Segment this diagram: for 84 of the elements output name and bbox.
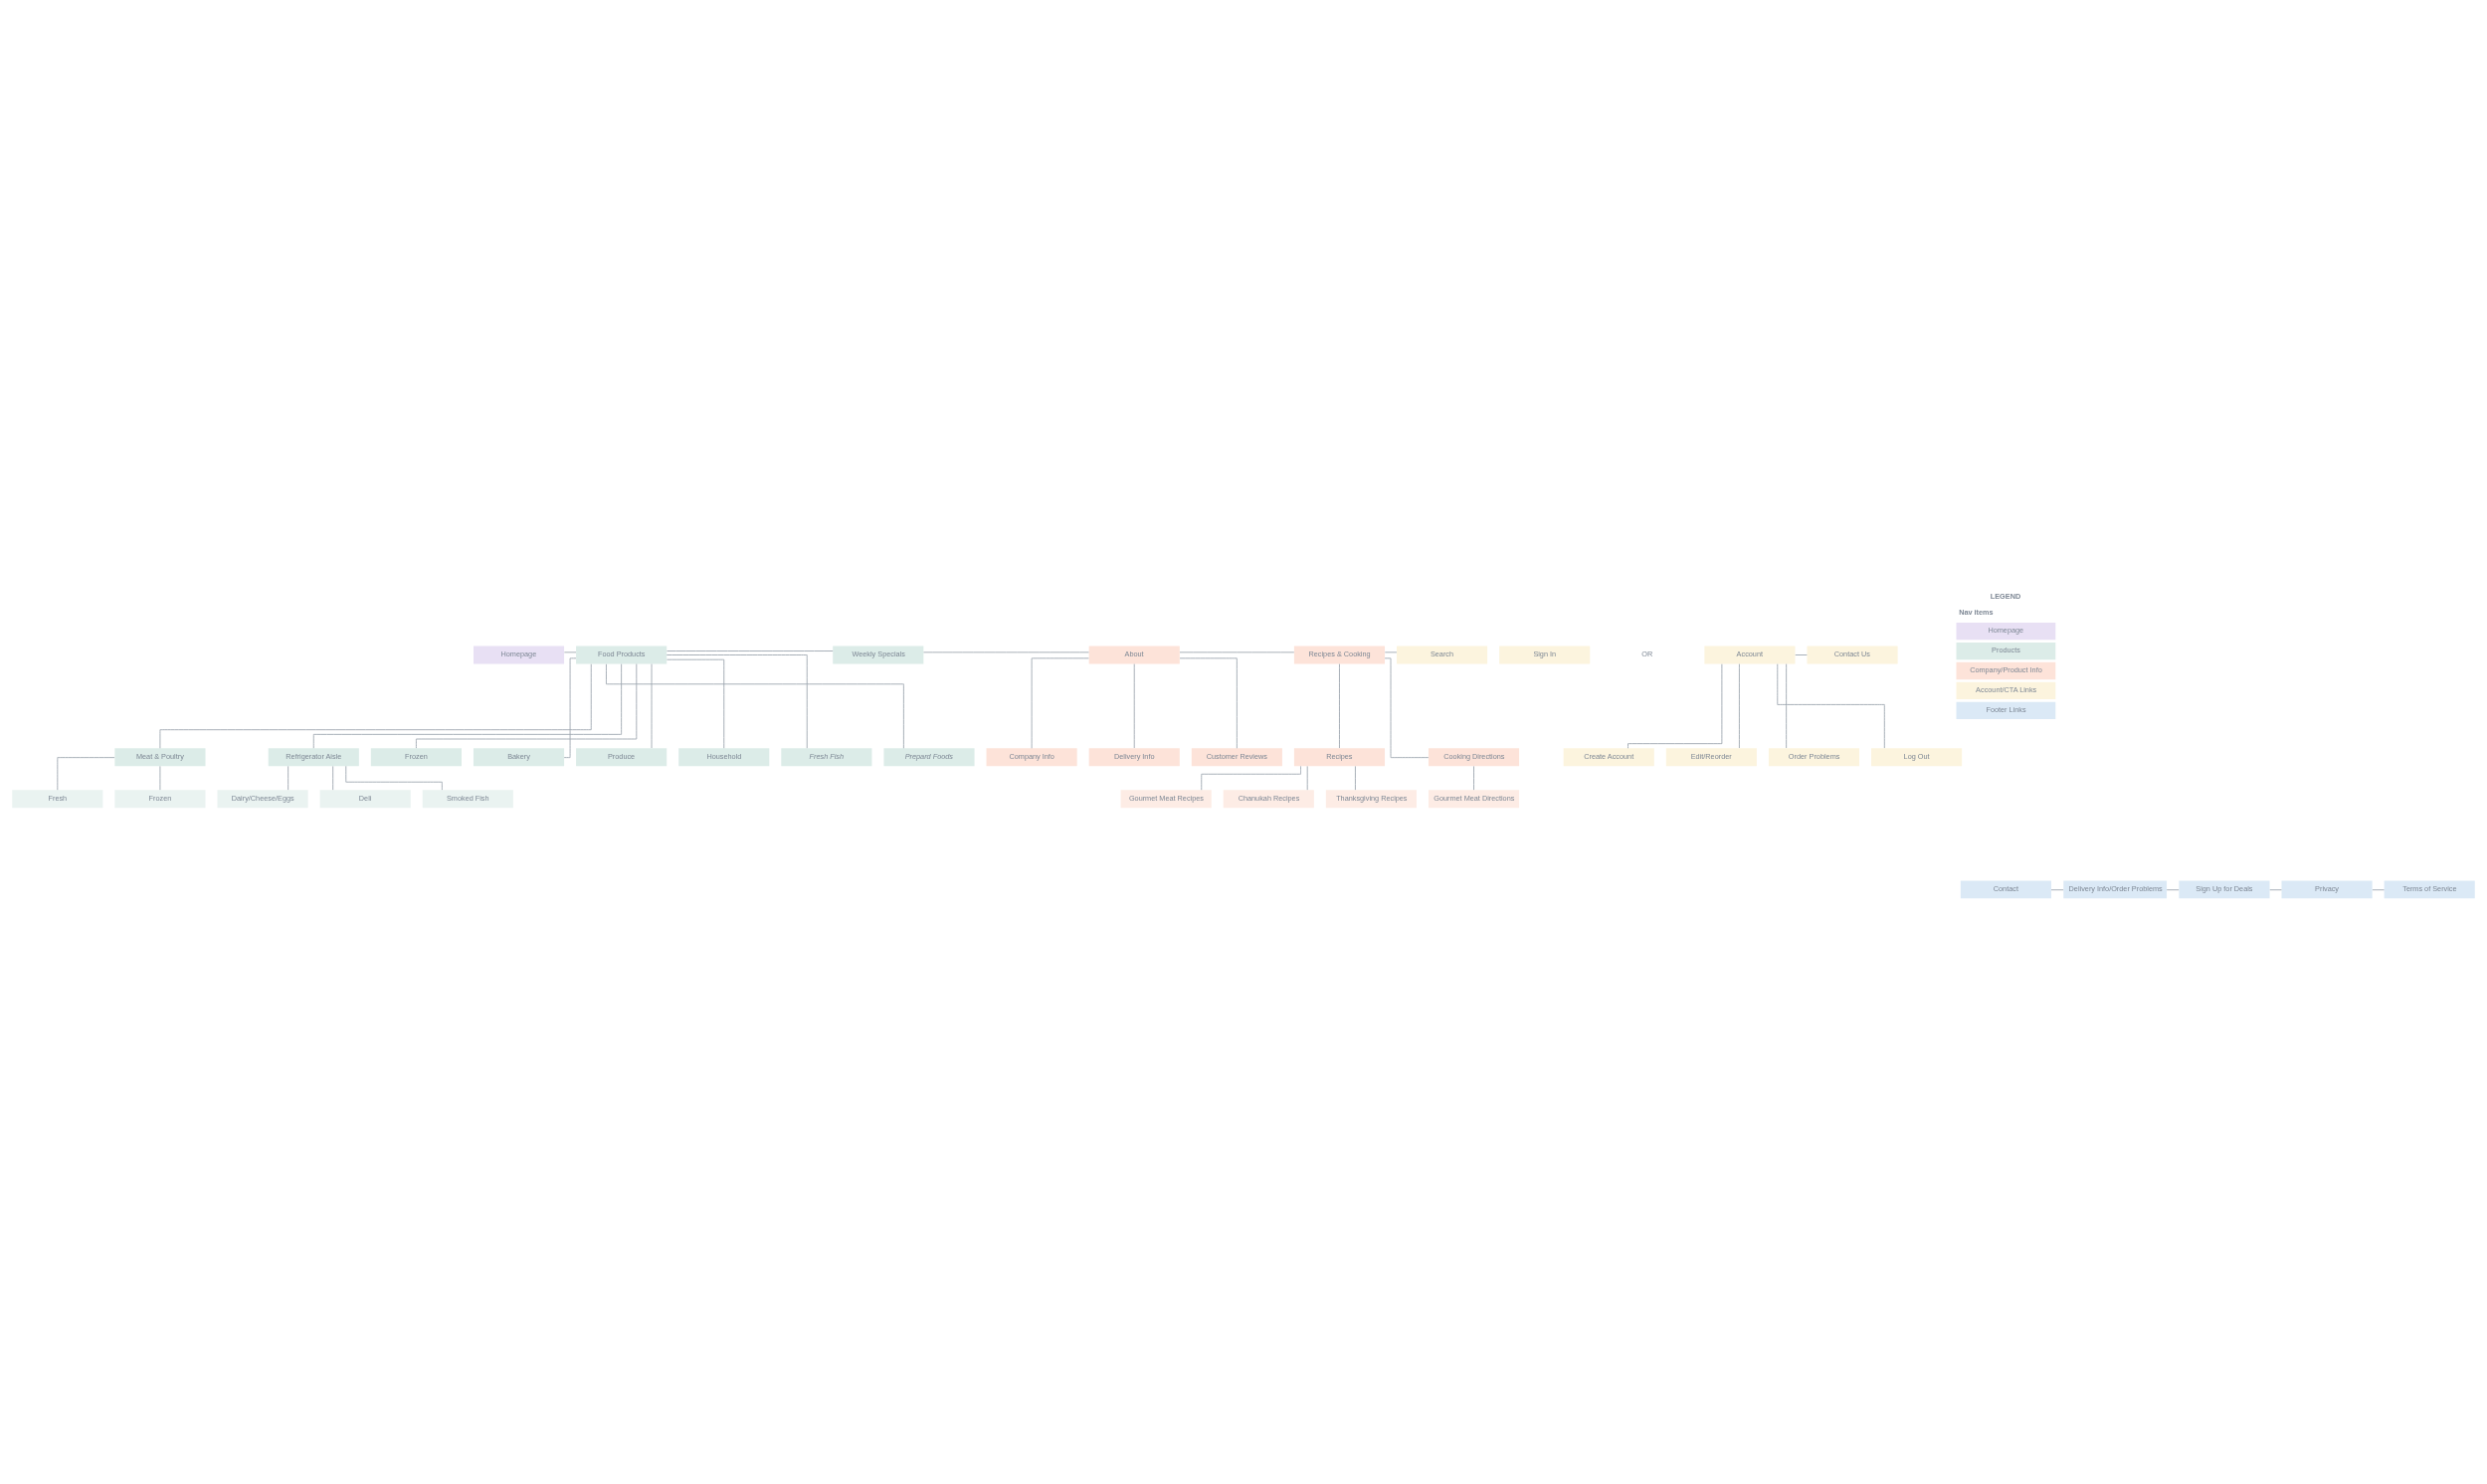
label: OR bbox=[1641, 649, 1653, 659]
node-box: Chanukah Recipes bbox=[1223, 790, 1314, 809]
connector bbox=[2050, 889, 2064, 891]
connector bbox=[415, 663, 638, 749]
node-box: About bbox=[1088, 646, 1180, 664]
connector bbox=[666, 654, 808, 749]
connector bbox=[287, 765, 289, 791]
node-box: Household bbox=[678, 748, 770, 767]
node-box: Customer Reviews bbox=[1191, 748, 1282, 767]
node-box: Produce bbox=[576, 748, 668, 767]
node-box: Contact Us bbox=[1807, 646, 1898, 664]
legend-label: Homepage bbox=[1988, 626, 2024, 636]
node-box: Delivery Info bbox=[1088, 748, 1180, 767]
node-box: Frozen bbox=[114, 790, 206, 809]
node-box: Sign Up for Deals bbox=[2179, 880, 2270, 899]
node-box: Deli bbox=[319, 790, 411, 809]
connector bbox=[1201, 765, 1301, 791]
connector bbox=[1306, 765, 1308, 791]
connector bbox=[563, 651, 577, 653]
node-box: Company Info bbox=[986, 748, 1077, 767]
node-box: Cooking Directions bbox=[1428, 748, 1520, 767]
connector bbox=[606, 663, 904, 749]
connector bbox=[667, 658, 725, 749]
node-box: Gourmet Meat Recipes bbox=[1120, 790, 1212, 809]
node-box: Dairy/Cheese/Eggs bbox=[217, 790, 308, 809]
connector bbox=[57, 757, 115, 791]
legend-label: Footer Links bbox=[1986, 705, 2026, 715]
node-box: Gourmet Meat Directions bbox=[1428, 790, 1520, 809]
node-box: Fresh Fish bbox=[781, 748, 872, 767]
label: Nav items bbox=[1959, 607, 1994, 617]
node-box: Order Problems bbox=[1768, 748, 1860, 767]
node-box: Contact bbox=[1960, 880, 2051, 899]
connector bbox=[1179, 651, 1295, 653]
node-box: Meat & Poultry bbox=[114, 748, 206, 767]
node-box: Account bbox=[1704, 646, 1796, 664]
node-box: Privacy bbox=[2281, 880, 2373, 899]
node-box: Bakery bbox=[473, 748, 565, 767]
node-box: Terms of Service bbox=[2384, 880, 2475, 899]
connector bbox=[1179, 657, 1238, 749]
legend-label: Account/CTA Links bbox=[1976, 685, 2037, 695]
node-box: Delivery Info/Order Problems bbox=[2063, 880, 2168, 899]
connector bbox=[159, 663, 592, 749]
connector bbox=[2166, 889, 2180, 891]
connector bbox=[651, 663, 653, 749]
connector bbox=[1384, 651, 1398, 653]
connector bbox=[159, 765, 161, 791]
node-box: Food Products bbox=[576, 646, 668, 664]
connector bbox=[1339, 663, 1340, 749]
node-box: Frozen bbox=[370, 748, 462, 767]
connector bbox=[2269, 889, 2282, 891]
connector bbox=[312, 663, 623, 749]
connector bbox=[332, 765, 334, 791]
node-box: Smoked Fish bbox=[422, 790, 513, 809]
node-box: Refrigerator Aisle bbox=[268, 748, 359, 767]
label: LEGEND bbox=[1990, 591, 2021, 601]
connector bbox=[2372, 889, 2385, 891]
node-box: Fresh bbox=[12, 790, 103, 809]
connector bbox=[1786, 663, 1788, 749]
node-box: Sign In bbox=[1499, 646, 1591, 664]
connector bbox=[1031, 657, 1089, 749]
connector bbox=[345, 765, 443, 791]
node-box: Recipes & Cooking bbox=[1293, 646, 1386, 664]
legend-label: Products bbox=[1992, 646, 2020, 655]
node-box: Weekly Specials bbox=[833, 646, 924, 664]
connector bbox=[1473, 765, 1474, 791]
connector bbox=[1777, 663, 1885, 749]
node-box: Log Out bbox=[1871, 748, 1963, 767]
connector bbox=[563, 657, 577, 759]
node-box: Thanksgiving Recipes bbox=[1325, 790, 1417, 809]
connector bbox=[667, 650, 834, 651]
node-box: Prepard Foods bbox=[883, 748, 975, 767]
node-box: Create Account bbox=[1563, 748, 1654, 767]
legend-label: Company/Product Info bbox=[1970, 665, 2042, 675]
node-box: Search bbox=[1397, 646, 1488, 664]
node-box: Recipes bbox=[1293, 748, 1386, 767]
connector bbox=[1795, 654, 1808, 655]
connector bbox=[1384, 657, 1430, 759]
connector bbox=[1739, 663, 1740, 749]
connector bbox=[923, 651, 1089, 653]
connector bbox=[1627, 663, 1723, 749]
node-box: Homepage bbox=[473, 646, 565, 664]
connector bbox=[1355, 765, 1356, 791]
connector bbox=[1133, 663, 1135, 749]
node-box: Edit/Reorder bbox=[1665, 748, 1757, 767]
